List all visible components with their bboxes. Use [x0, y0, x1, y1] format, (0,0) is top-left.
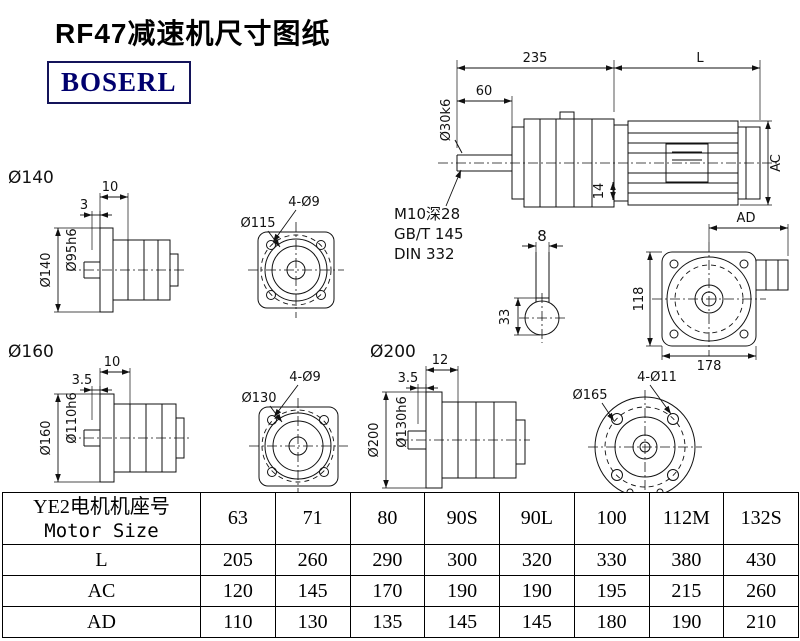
view-title-140: Ø140 — [8, 168, 54, 188]
dim-key-height: 33 — [498, 309, 513, 326]
boserl-logo: BOSERL — [47, 61, 191, 104]
view-title-160: Ø160 — [8, 342, 54, 362]
table-header-motor-size: YE2电机机座号 Motor Size — [2, 492, 201, 545]
table-row-L: L 205 260 290 300 320 330 380 430 — [2, 544, 799, 576]
value-cell: 290 — [349, 544, 426, 576]
dim-115-holes: 4-Ø9 — [288, 195, 319, 210]
dim-130-holes: 4-Ø9 — [289, 370, 320, 385]
value-cell: 135 — [349, 606, 426, 638]
page-title: RF47减速机尺寸图纸 — [55, 18, 331, 49]
dim-115-bolt-circle: Ø115 — [240, 216, 275, 231]
table-row-AC: AC 120 145 170 190 190 195 215 260 — [2, 575, 799, 607]
dim-200-flange: Ø200 — [367, 422, 382, 457]
value-cell: 145 — [274, 575, 351, 607]
view-flange-115-front: 4-Ø9 Ø115 — [240, 195, 344, 318]
value-cell: 260 — [274, 544, 351, 576]
value-cell: 130 — [274, 606, 351, 638]
value-cell: 260 — [723, 575, 799, 607]
dim-140-10: 10 — [102, 180, 119, 195]
dim-60: 60 — [476, 84, 493, 99]
view-flange-140-side: Ø140 10 3 Ø140 Ø95h6 — [8, 168, 186, 313]
technical-drawing: 235 L 60 Ø30k6 AC 14 M10深28 GB/T 145 DIN… — [8, 51, 789, 495]
dim-130-bolt-circle: Ø130 — [241, 391, 276, 406]
dim-shaft-diameter: Ø30k6 — [439, 99, 454, 142]
view-main-assembly: 235 L 60 Ø30k6 AC 14 M10深28 GB/T 145 DIN… — [394, 51, 784, 263]
dim-165-bolt-circle: Ø165 — [572, 388, 607, 403]
value-cell: 170 — [349, 575, 426, 607]
value-cell: 120 — [200, 575, 276, 607]
row-label-L: L — [2, 544, 201, 576]
size-cell: 71 — [274, 492, 351, 545]
dim-140-flange: Ø140 — [39, 252, 54, 287]
dim-118: 118 — [632, 287, 647, 312]
dim-200-12: 12 — [432, 353, 449, 368]
view-flange-165-front: 4-Ø11 Ø165 — [572, 370, 702, 495]
view-motor-end: AD 118 178 — [632, 211, 789, 374]
size-cell: 80 — [349, 492, 426, 545]
value-cell: 320 — [499, 544, 575, 576]
dim-165-holes: 4-Ø11 — [637, 370, 677, 385]
row-label-AD: AD — [2, 606, 201, 638]
dim-AC: AC — [769, 154, 784, 172]
view-flange-200-side: Ø200 12 3.5 Ø200 Ø130h6 — [367, 342, 530, 489]
dim-200-spigot: Ø130h6 — [395, 396, 410, 448]
note-tapped-hole: M10深28 — [394, 205, 460, 223]
motor-size-label-cn: YE2电机机座号 — [33, 495, 170, 518]
table-row-AD: AD 110 130 135 145 145 180 190 210 — [2, 606, 799, 638]
value-cell: 190 — [648, 606, 725, 638]
value-cell: 190 — [424, 575, 500, 607]
dim-AD: AD — [737, 211, 756, 226]
motor-size-label-en: Motor Size — [44, 519, 159, 542]
value-cell: 145 — [424, 606, 500, 638]
value-cell: 145 — [499, 606, 575, 638]
value-cell: 430 — [723, 544, 799, 576]
motor-dimension-table: YE2电机机座号 Motor Size 63 71 80 90S 90L 100… — [2, 492, 799, 638]
dim-14: 14 — [592, 183, 607, 200]
value-cell: 300 — [424, 544, 500, 576]
size-cell: 63 — [200, 492, 276, 545]
dim-140-3: 3 — [80, 198, 88, 213]
value-cell: 330 — [573, 544, 650, 576]
view-flange-130-front: 4-Ø9 Ø130 — [241, 370, 348, 494]
size-cell: 112M — [648, 492, 725, 545]
view-flange-160-side: Ø160 10 3.5 Ø160 Ø110h6 — [8, 342, 192, 483]
table-row-motor-size: YE2电机机座号 Motor Size 63 71 80 90S 90L 100… — [2, 492, 799, 545]
dim-178: 178 — [697, 359, 722, 374]
dim-160-flange: Ø160 — [39, 420, 54, 455]
dim-140-spigot: Ø95h6 — [65, 228, 80, 271]
value-cell: 215 — [648, 575, 725, 607]
dim-235: 235 — [523, 51, 548, 66]
value-cell: 190 — [499, 575, 575, 607]
value-cell: 195 — [573, 575, 650, 607]
dim-key-width: 8 — [537, 227, 547, 245]
dim-160-spigot: Ø110h6 — [65, 392, 80, 444]
view-title-200: Ø200 — [370, 342, 416, 362]
dim-160-35: 3.5 — [72, 373, 93, 388]
size-cell: 90L — [499, 492, 575, 545]
dim-200-35: 3.5 — [398, 371, 419, 386]
value-cell: 380 — [648, 544, 725, 576]
value-cell: 110 — [200, 606, 276, 638]
note-gb-standard: GB/T 145 — [394, 225, 464, 243]
row-label-AC: AC — [2, 575, 201, 607]
value-cell: 205 — [200, 544, 276, 576]
dim-160-10: 10 — [104, 355, 121, 370]
dim-L: L — [696, 51, 704, 66]
size-cell: 100 — [573, 492, 650, 545]
size-cell: 90S — [424, 492, 500, 545]
note-din-standard: DIN 332 — [394, 245, 455, 263]
value-cell: 180 — [573, 606, 650, 638]
value-cell: 210 — [723, 606, 799, 638]
size-cell: 132S — [723, 492, 799, 545]
view-shaft-key-section: 8 33 — [498, 227, 565, 343]
